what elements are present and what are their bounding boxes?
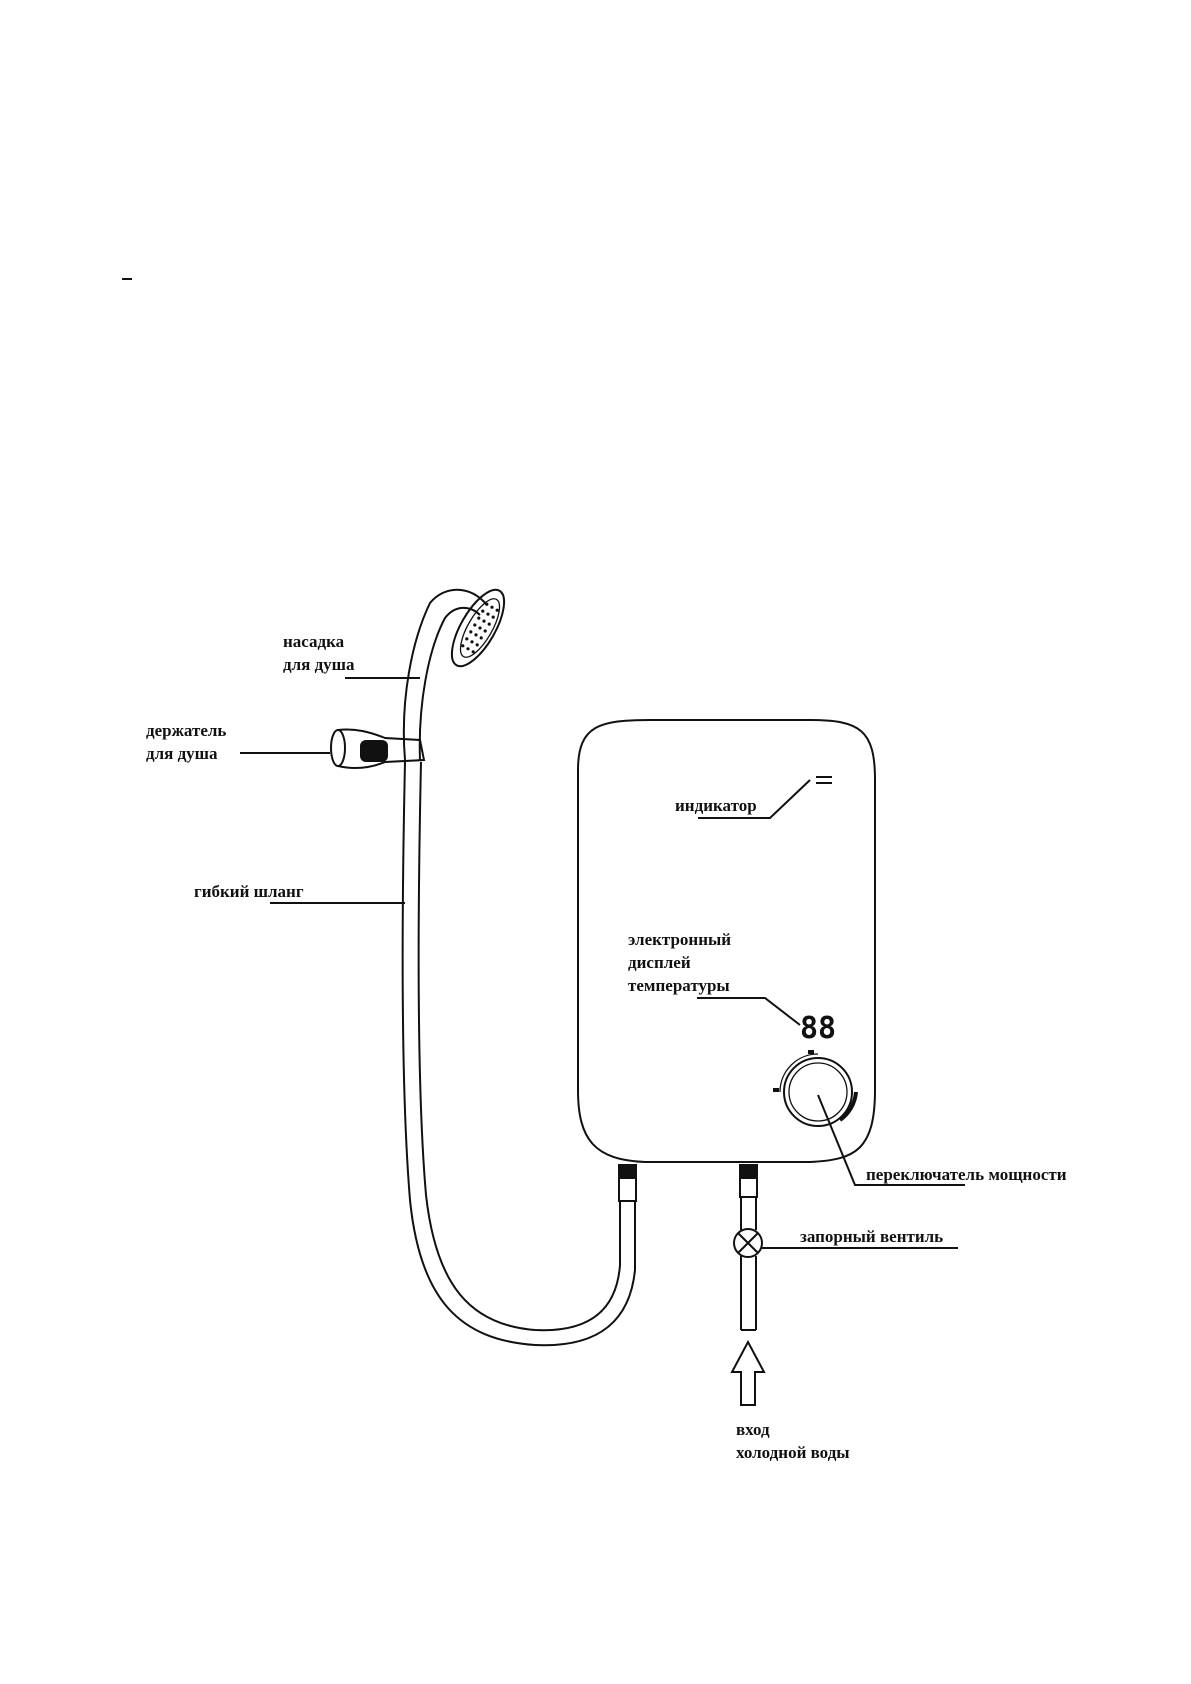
label-flexible-hose: гибкий шланг xyxy=(194,882,304,901)
nozzle-dot xyxy=(481,609,485,613)
nozzle-dot xyxy=(465,637,469,641)
heater-body xyxy=(577,719,876,1163)
holder-grip xyxy=(360,740,388,762)
nozzle-dot xyxy=(470,640,474,644)
nozzle-dot xyxy=(475,643,479,647)
nozzle-dot xyxy=(485,602,489,606)
nozzle-dot xyxy=(482,619,486,623)
display-leader-line xyxy=(697,997,801,1026)
nozzle-dot xyxy=(491,615,495,619)
nozzle-dot xyxy=(461,644,465,648)
label-shower-head: насадка для душа xyxy=(283,632,355,674)
nozzle-dot xyxy=(479,636,483,640)
shower-head xyxy=(402,588,506,761)
nozzle-dot xyxy=(466,647,470,651)
shutoff-valve xyxy=(733,1228,763,1258)
nozzle-dot xyxy=(473,623,477,627)
nozzle-dot xyxy=(477,616,481,620)
power-knob xyxy=(773,1050,858,1127)
nozzle-dot xyxy=(471,650,475,654)
nozzle-dot xyxy=(487,622,491,626)
shower-holder xyxy=(240,728,426,770)
label-display: электронный дисплей температуры xyxy=(628,930,735,995)
flexible-hose xyxy=(401,761,637,1347)
label-indicator: индикатор xyxy=(675,796,757,815)
nozzle-dot xyxy=(490,605,494,609)
water-inlet-pipe xyxy=(739,1164,758,1331)
inlet-arrow xyxy=(730,1339,766,1406)
label-shutoff-valve: запорный вентиль xyxy=(800,1227,943,1246)
label-power-switch: переключатель мощности xyxy=(866,1165,1067,1184)
nozzle-dot xyxy=(486,612,490,616)
nozzle-dot xyxy=(495,608,499,612)
display-digits: 88 xyxy=(800,1011,836,1046)
nozzle-dot xyxy=(478,626,482,630)
nozzle-dot xyxy=(469,630,473,634)
nozzle-dot xyxy=(474,633,478,637)
nozzle-dot xyxy=(483,629,487,633)
shower-nozzles xyxy=(461,602,499,654)
hose-connector-nut xyxy=(619,1165,636,1179)
indicator-lamp xyxy=(816,776,832,784)
label-shower-holder: держатель для душа xyxy=(146,721,231,763)
indicator-leader-line xyxy=(698,779,811,819)
label-cold-water-inlet: вход холодной воды xyxy=(736,1420,850,1462)
power-switch-leader-line xyxy=(817,1094,965,1186)
